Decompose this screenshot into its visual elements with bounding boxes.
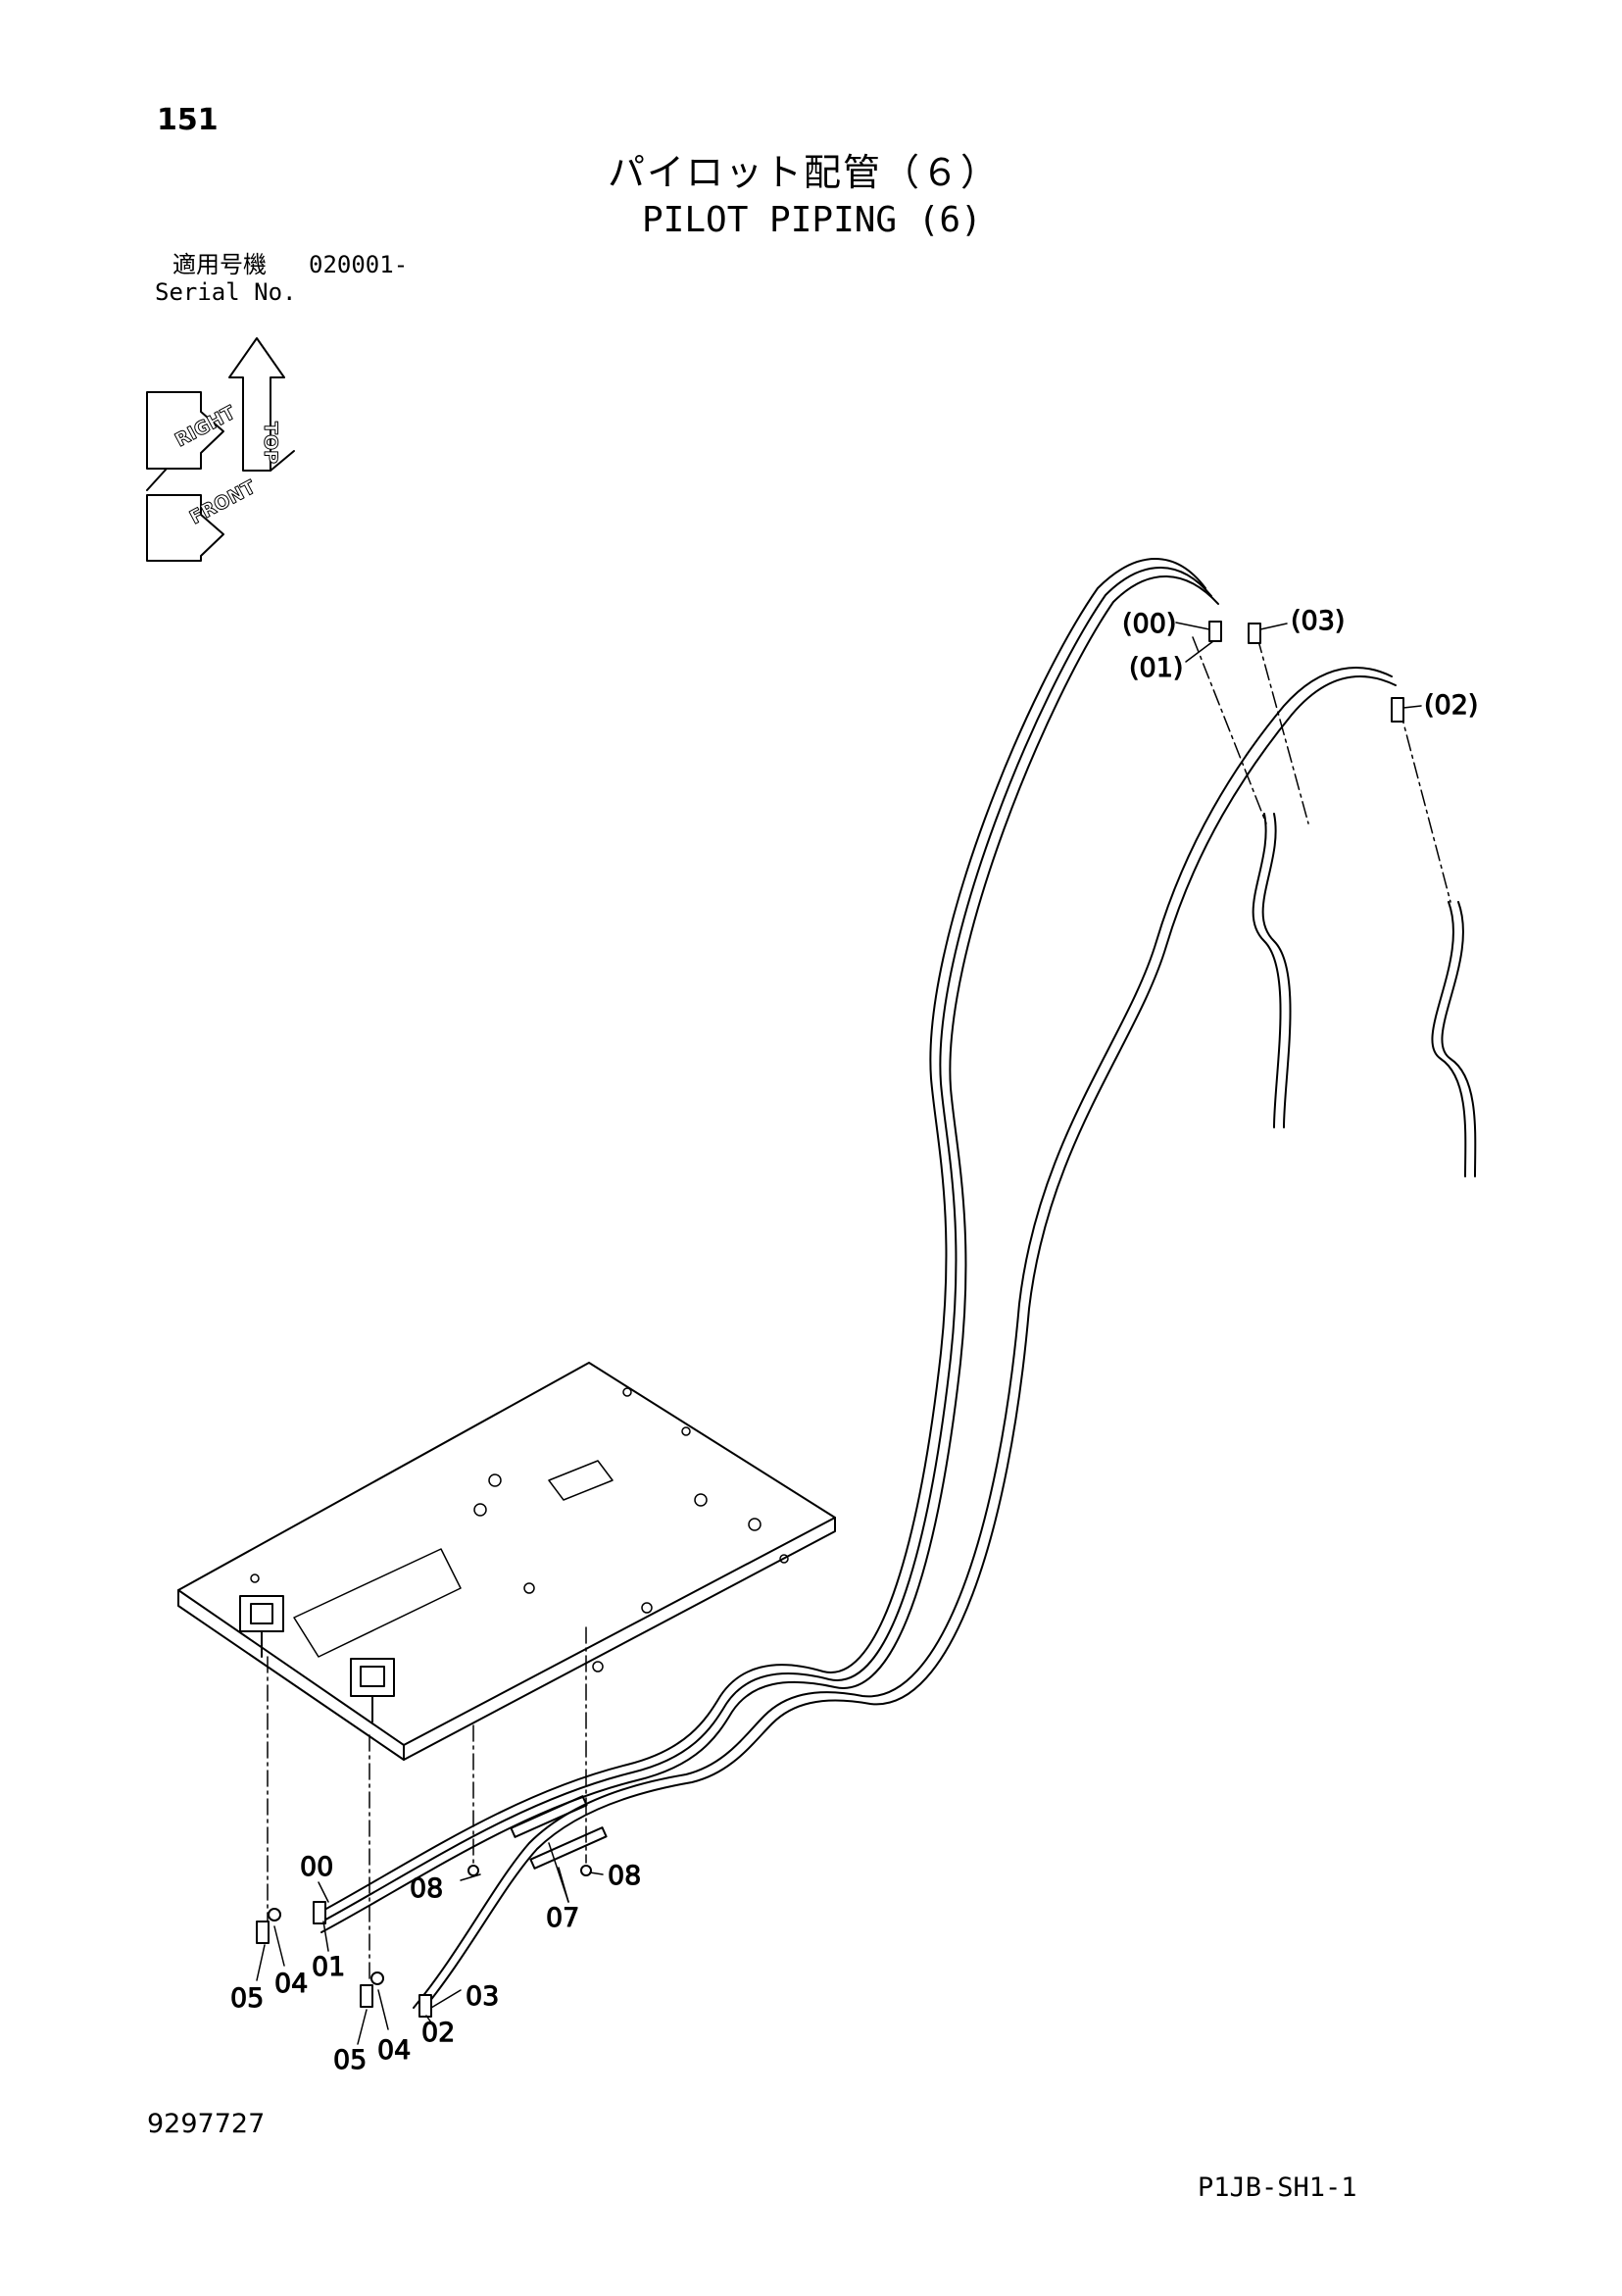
callout-04-b: 04: [377, 2035, 411, 2066]
serial-number-value: 020001-: [309, 251, 409, 278]
orientation-icon: TOP RIGHT FRONT: [146, 337, 295, 562]
callout-00-upper: (00): [1122, 609, 1176, 639]
callout-05-a: 05: [230, 1983, 264, 2014]
callout-02-upper: (02): [1424, 690, 1478, 721]
callout-08-b: 08: [608, 1861, 641, 1891]
callout-03: 03: [466, 1981, 499, 2012]
callout-02: 02: [421, 2018, 455, 2048]
serial-label-english: Serial No.: [155, 278, 297, 306]
page-title-japanese: パイロット配管（６）: [608, 151, 1001, 194]
callout-01-upper: (01): [1129, 653, 1183, 683]
orientation-top-label: TOP: [260, 422, 281, 464]
callout-03-upper: (03): [1291, 606, 1345, 636]
pilot-valve-left: [239, 1595, 284, 1658]
page-number: 151: [157, 103, 219, 137]
upper-fittings: [1208, 621, 1477, 1177]
page-code: P1JB-SH1-1: [1198, 2172, 1357, 2203]
callout-08-a: 08: [410, 1873, 443, 1904]
floor-plate: [177, 1362, 836, 1761]
pilot-valve-right: [350, 1658, 395, 1722]
lower-fittings: [256, 1795, 608, 2018]
callout-04-a: 04: [274, 1969, 308, 1999]
callout-00: 00: [300, 1852, 333, 1882]
page-title-english: PILOT PIPING (6): [642, 200, 982, 240]
callout-07: 07: [546, 1903, 579, 1933]
drawing-number: 9297727: [147, 2109, 266, 2139]
serial-label-japanese: 適用号機: [172, 251, 267, 278]
callout-05-b: 05: [333, 2045, 367, 2075]
pilot-hoses: [315, 558, 1397, 2013]
callout-01: 01: [312, 1952, 345, 1982]
